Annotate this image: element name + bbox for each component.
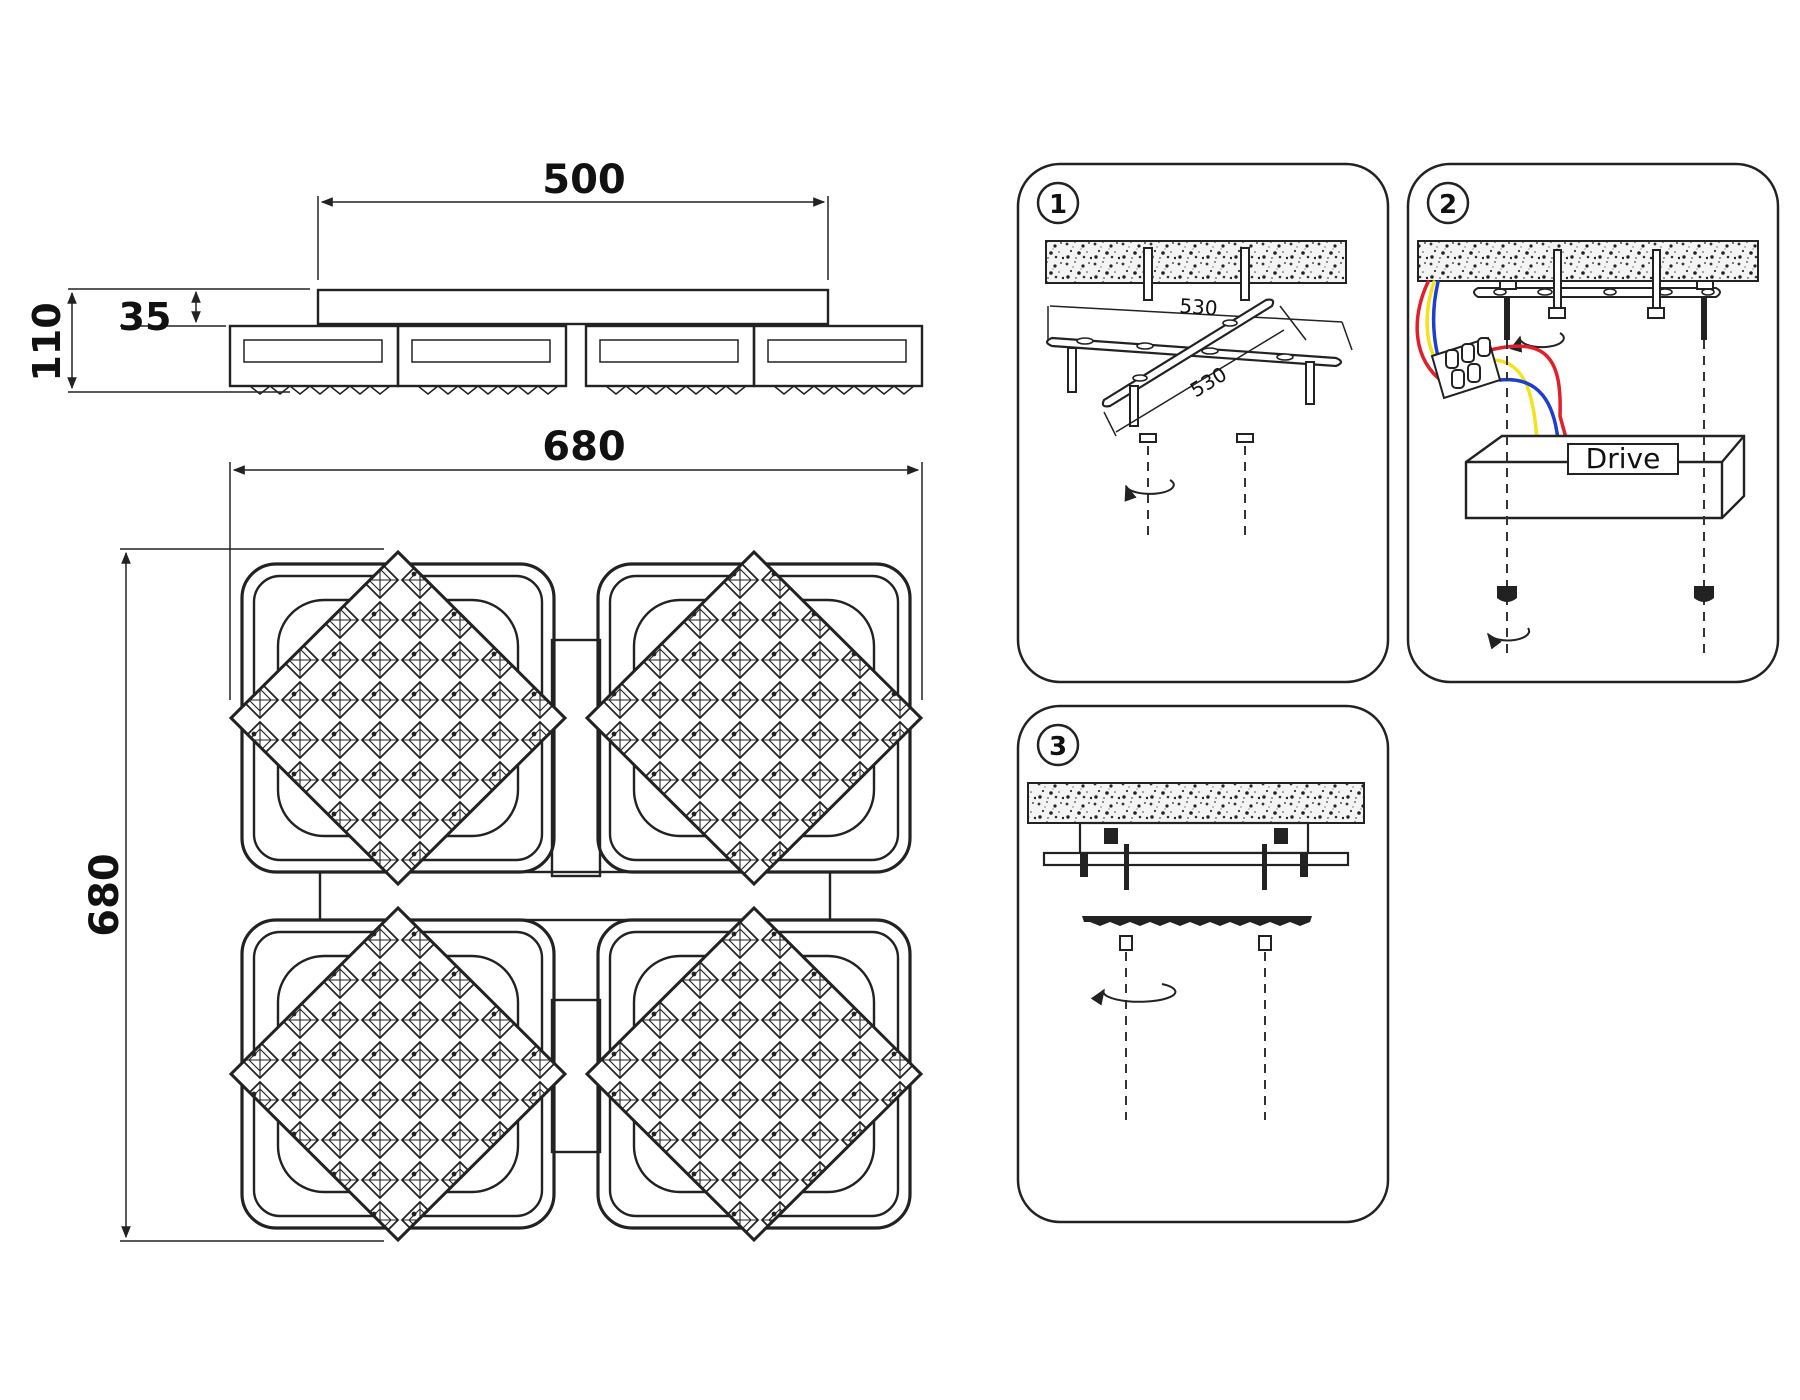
cap-nut (1694, 586, 1714, 602)
lamp-body-boxes (228, 324, 924, 395)
side-elevation: 500 110 35 (25, 157, 924, 395)
cap-nut (1258, 935, 1272, 951)
dim-35-label: 35 (119, 295, 172, 339)
lamp-box-2 (396, 324, 568, 388)
step-1-badge (1036, 181, 1080, 225)
wall-anchor (1143, 247, 1153, 301)
lamp-box-1 (228, 324, 400, 388)
nut (1236, 433, 1254, 443)
bar-slots (1076, 319, 1294, 382)
driver-box (1464, 434, 1746, 520)
dim-plan-width-label: 680 (542, 424, 626, 470)
cap-nut (1119, 935, 1133, 951)
dim-tick (1341, 321, 1353, 351)
bar-slots (1493, 288, 1715, 296)
rotate-arrow-icon (1509, 332, 1565, 353)
ceiling-slab (1045, 240, 1347, 284)
mounting-stud (1124, 844, 1129, 890)
lamp-module-top-right (584, 549, 924, 887)
step-1-frame (1016, 162, 1390, 684)
crystal-diamond-panel (584, 905, 924, 1243)
mounting-stud (1504, 298, 1510, 340)
driver-label: Drive (1586, 442, 1661, 475)
lamp-window-2 (411, 339, 551, 363)
nut (1139, 433, 1157, 443)
mounting-stud (1701, 298, 1707, 340)
dim-110-label: 110 (25, 302, 69, 381)
lamp-module-bottom-left (228, 905, 568, 1243)
plan-view: 680 680 (82, 424, 924, 1243)
lamp-module-bottom-right (584, 905, 924, 1243)
step-2-number: 2 (1439, 190, 1457, 220)
lamp-box-3 (584, 324, 756, 388)
nut (1696, 280, 1714, 290)
dim-plan-height-label: 680 (82, 853, 128, 937)
mounting-stud (1067, 347, 1077, 393)
mounting-stud (1262, 844, 1267, 890)
lamp-window-1 (243, 339, 383, 363)
wire-red-left (1415, 280, 1448, 384)
step-1-number: 1 (1049, 190, 1067, 220)
wall-anchor (1553, 249, 1562, 309)
dim-tick (1279, 305, 1307, 341)
rotate-arrow-icon (1124, 479, 1175, 502)
dim-top-width-label: 500 (542, 157, 626, 203)
connector-top-horizontal (550, 638, 602, 878)
rotate-arrow-icon (1090, 983, 1177, 1006)
ceiling-slab (1417, 240, 1759, 282)
lamp-box-4 (752, 324, 924, 388)
dim-line-530-a (1049, 305, 1343, 323)
lamp-window-4 (767, 339, 907, 363)
lamp-module-top-left (228, 549, 568, 887)
crystal-diamond-panel (228, 549, 568, 887)
cap-nut (1497, 586, 1517, 602)
ceiling-slab (1027, 782, 1365, 824)
terminal-block (1430, 336, 1502, 400)
dim-line-530-b (1115, 329, 1285, 433)
ceiling-box-outline (316, 288, 830, 326)
rotate-arrow-icon (1487, 627, 1531, 650)
step-3-panel: 3 (1016, 704, 1390, 1224)
step-2-badge (1426, 181, 1470, 225)
step-3-number: 3 (1049, 732, 1067, 762)
crystal-panel-profile (1082, 916, 1312, 926)
nut (1499, 280, 1517, 290)
crystal-diamond-panel (228, 905, 568, 1243)
step-1-panel: 1 530 530 (1016, 162, 1390, 684)
crystal-edge-profile (249, 385, 915, 395)
wall-anchor (1240, 247, 1250, 301)
mounting-stud (1129, 385, 1139, 427)
nut (1647, 307, 1665, 319)
connector-middle (318, 870, 832, 922)
wire-red-right (1488, 344, 1574, 462)
lamp-window-3 (599, 339, 739, 363)
step-2-panel: 2 (1406, 162, 1780, 684)
mounting-stud (1305, 361, 1315, 405)
cross-bar-length-a-label: 530 (1179, 294, 1219, 321)
crystal-diamond-panel (584, 549, 924, 887)
nut (1548, 307, 1566, 319)
dim-tick (1103, 411, 1117, 437)
wall-anchor (1652, 249, 1661, 309)
ceiling-box-profile (1042, 821, 1350, 877)
step-3-badge (1036, 723, 1080, 767)
